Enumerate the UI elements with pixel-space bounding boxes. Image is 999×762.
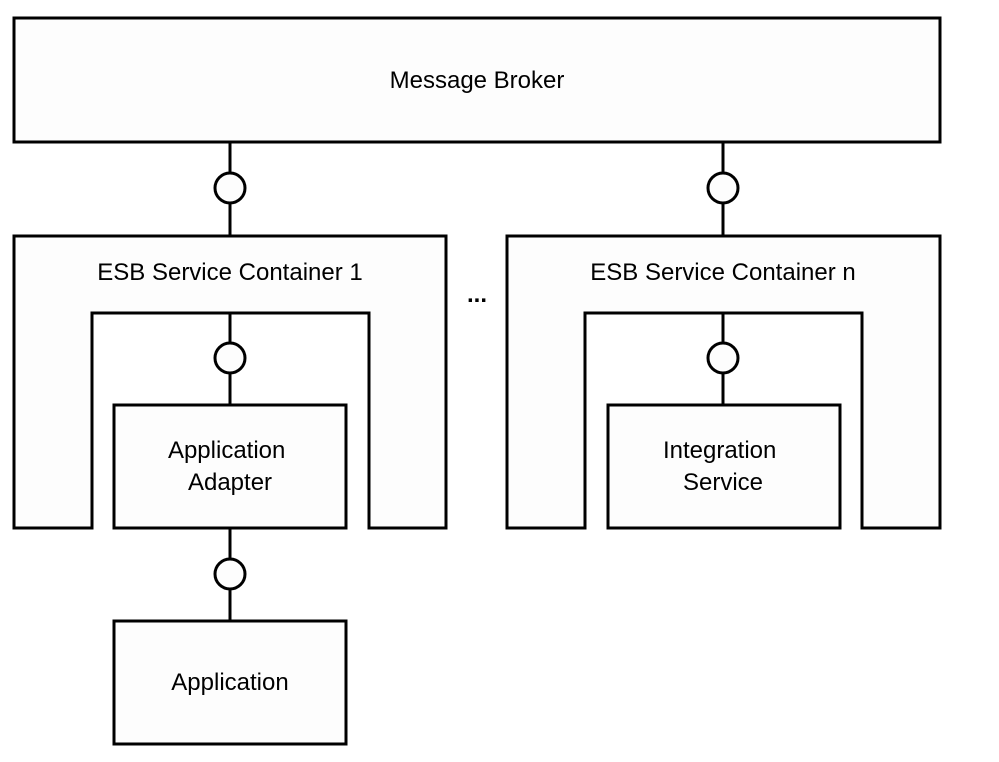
integration-service-label-line-2: Service xyxy=(683,469,763,496)
broker-interface-1-icon xyxy=(213,171,247,205)
integration-service-label-line-1: Integration xyxy=(663,437,776,464)
broker-interface-n-icon xyxy=(706,171,740,205)
application-adapter-label: Application Adapter xyxy=(168,437,292,496)
message-broker-label: Message Broker xyxy=(390,67,565,94)
application-box xyxy=(112,619,348,746)
esb-service-container-n-title: ESB Service Container n xyxy=(590,259,855,286)
application-adapter-label-line-2: Adapter xyxy=(188,469,272,496)
more-containers-ellipsis: ... xyxy=(467,281,487,308)
container-n-inner-interface-icon xyxy=(706,341,740,375)
application-interface-icon xyxy=(213,557,247,591)
message-broker-box xyxy=(12,16,942,144)
esb-service-container-1-title: ESB Service Container 1 xyxy=(97,259,362,286)
application-label: Application xyxy=(171,669,288,696)
application-adapter-box xyxy=(112,403,348,530)
esb-service-container-1-frame xyxy=(12,234,448,530)
application-adapter-label-line-1: Application xyxy=(168,437,285,464)
container-1-inner-interface-icon xyxy=(213,341,247,375)
integration-service-label: Integration Service xyxy=(663,437,783,496)
esb-service-container-n-frame xyxy=(505,234,942,530)
integration-service-box xyxy=(606,403,842,530)
